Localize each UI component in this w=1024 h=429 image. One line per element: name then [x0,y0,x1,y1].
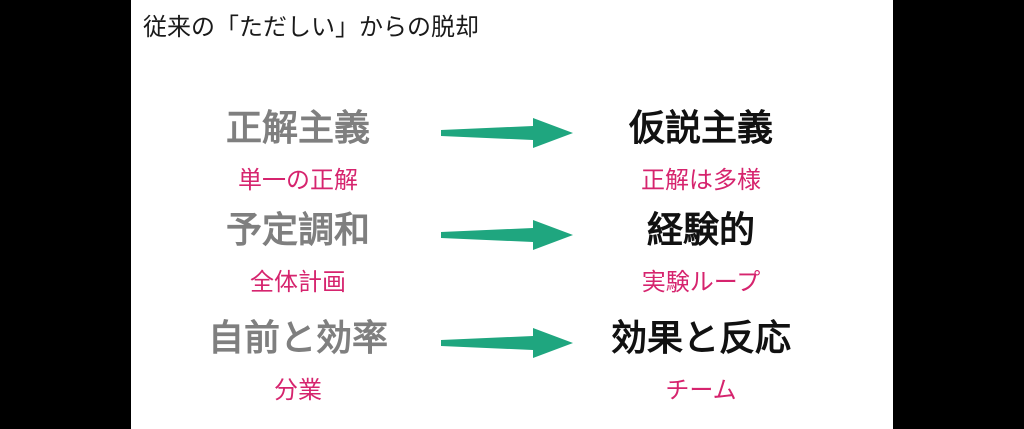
new-term-subtitle: チーム [665,376,737,404]
new-term: 効果と反応 [610,318,791,359]
old-term-subtitle: 全体計画 [250,268,346,296]
slide-title: 従来の「ただしい」からの脱却 [143,13,479,41]
right-arrow-icon [441,118,573,148]
old-term-subtitle: 単一の正解 [238,166,358,194]
new-term: 経験的 [646,210,755,251]
right-arrow-icon [441,220,573,250]
comparison-row-1: 正解主義 単一の正解 仮説主義 正解は多様 [131,107,893,207]
slide: 従来の「ただしい」からの脱却 正解主義 単一の正解 仮説主義 正解は多様 予定調… [131,0,893,429]
right-arrow-icon [441,328,573,358]
new-term-subtitle: 実験ループ [641,268,761,296]
old-term: 正解主義 [225,108,370,149]
new-term: 仮説主義 [628,108,773,149]
comparison-row-3: 自前と効率 分業 効果と反応 チーム [131,317,893,417]
old-term: 予定調和 [225,210,370,251]
old-term-subtitle: 分業 [274,376,322,404]
new-term-subtitle: 正解は多様 [641,166,761,194]
comparison-row-2: 予定調和 全体計画 経験的 実験ループ [131,209,893,309]
old-term: 自前と効率 [207,318,388,359]
